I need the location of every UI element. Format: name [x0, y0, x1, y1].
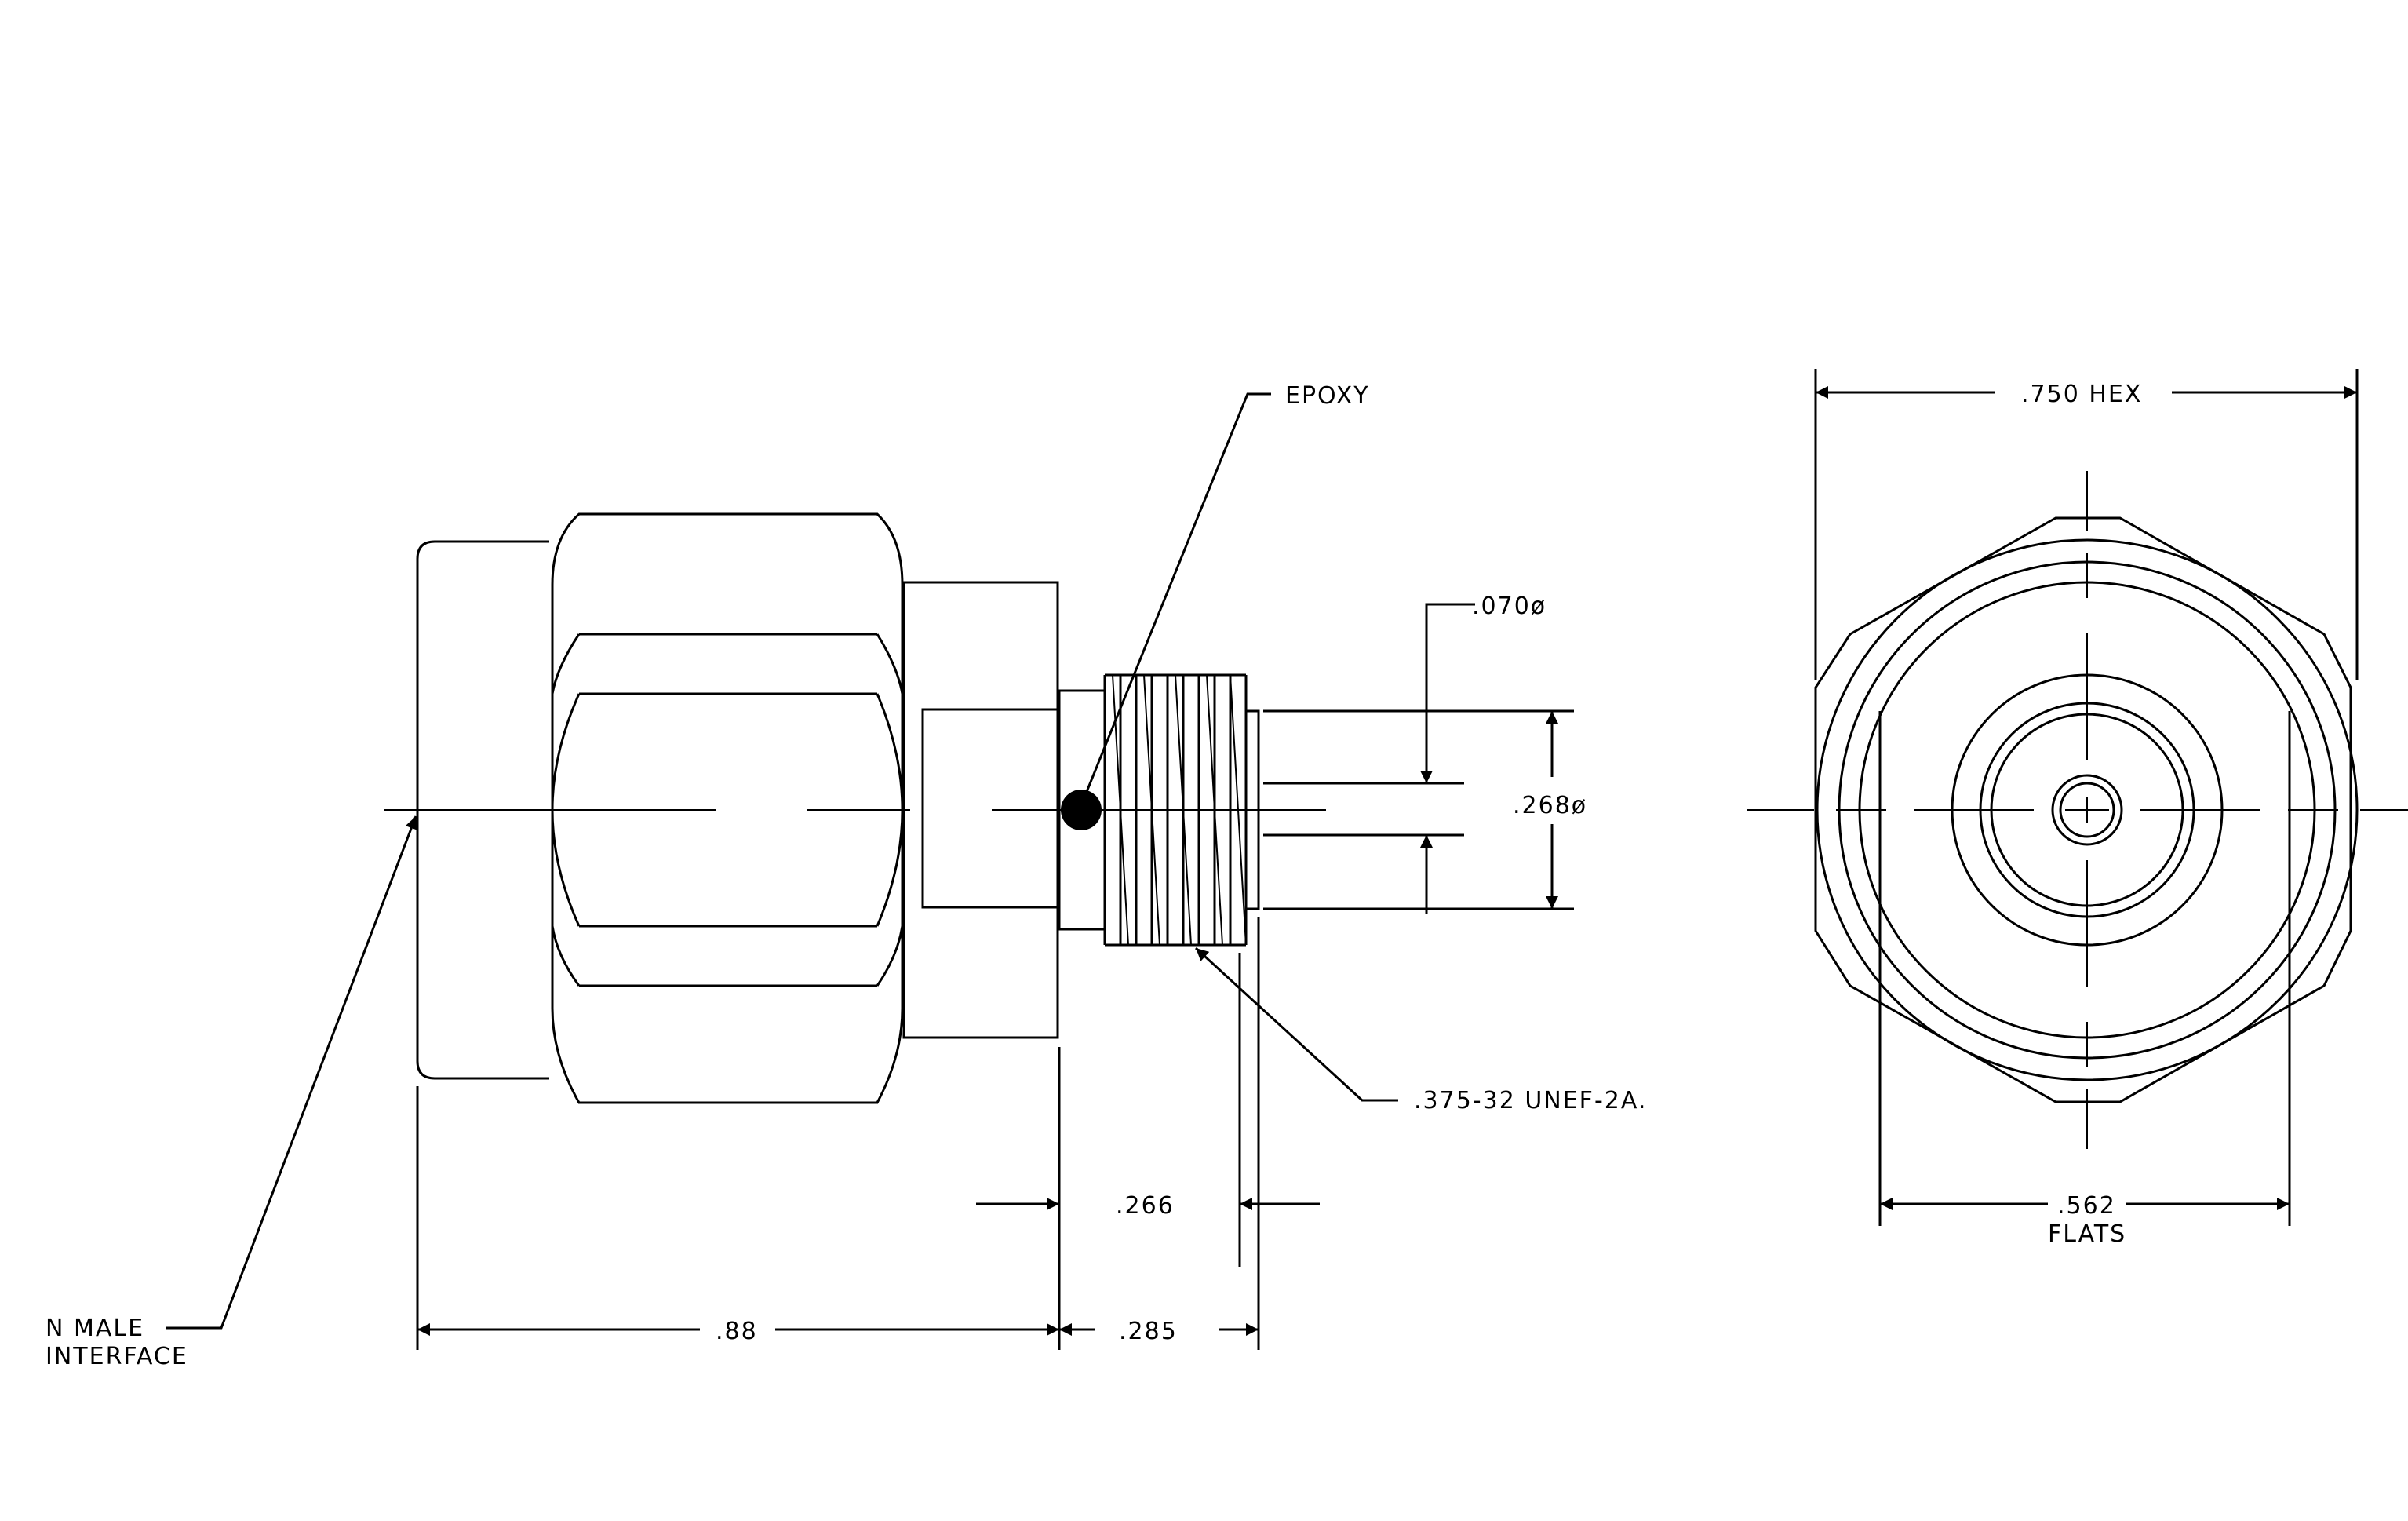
side-dimensions — [166, 392, 1574, 1350]
end-hex — [1814, 516, 2352, 1103]
body-diameter-label: .268ø — [1513, 792, 1587, 819]
interface-label: INTERFACE — [46, 1343, 188, 1370]
dim-285-label: .285 — [1119, 1318, 1178, 1345]
dim-266-label: .266 — [1116, 1192, 1175, 1220]
flats-value-label: .562 — [2057, 1192, 2116, 1220]
labels: EPOXY .070ø .268ø .375-32 UNEF-2A. .750 … — [46, 381, 2142, 1370]
pin-diameter-label: .070ø — [1472, 593, 1546, 620]
end-view — [1747, 471, 2408, 1149]
end-dimensions — [1814, 369, 2359, 1226]
side-view — [384, 512, 1464, 1104]
hex-nut — [551, 512, 904, 1104]
hex-label: .750 HEX — [2021, 381, 2142, 408]
epoxy-leader — [1080, 392, 1271, 806]
epoxy-label: EPOXY — [1285, 382, 1370, 410]
thread-label: .375-32 UNEF-2A. — [1414, 1087, 1647, 1114]
thread-leader — [1194, 947, 1398, 1102]
body-inner — [921, 708, 1059, 909]
n-male-leader — [166, 815, 417, 1330]
n-male-label: N MALE — [46, 1315, 144, 1342]
dim-88-label: .88 — [716, 1318, 758, 1345]
flats-word-label: FLATS — [2048, 1220, 2126, 1248]
epoxy-dot — [1061, 790, 1102, 830]
